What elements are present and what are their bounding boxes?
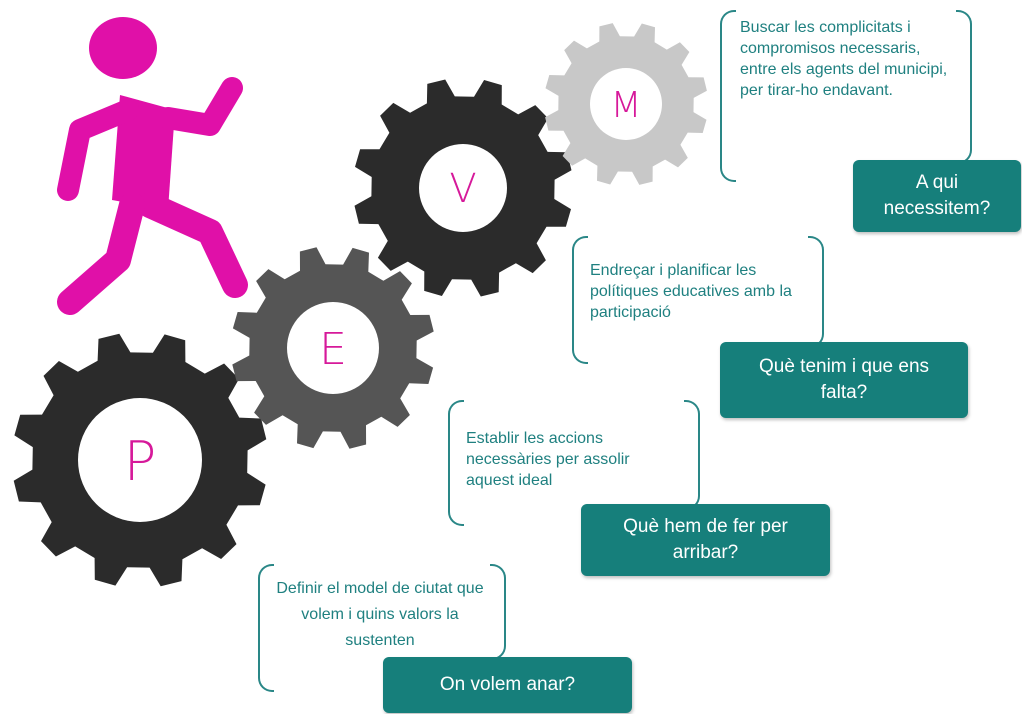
question-text: On volem anar? bbox=[439, 674, 576, 695]
question-box: Què tenim i que ens falta? bbox=[720, 342, 968, 418]
bracket-right bbox=[956, 10, 972, 164]
question-text: Què hem de fer per arribar? bbox=[623, 516, 788, 563]
gear-letter-e: E bbox=[319, 324, 347, 375]
question-box: On volem anar? bbox=[383, 657, 632, 713]
bracket-right bbox=[808, 236, 824, 348]
gear-letter-v: V bbox=[449, 166, 476, 212]
gear-hole bbox=[287, 302, 379, 394]
step-description: Establir les accions necessàries per ass… bbox=[466, 430, 630, 489]
question-text: Què tenim i que ens falta? bbox=[758, 356, 930, 403]
gear-letter-p: P bbox=[124, 430, 157, 493]
question-box: A qui necessitem? bbox=[853, 160, 1021, 232]
bracket-right bbox=[490, 564, 506, 660]
question-text: A qui necessitem? bbox=[883, 172, 991, 219]
bracket-left bbox=[572, 236, 588, 364]
gear-hole bbox=[78, 398, 202, 522]
running-person-icon bbox=[57, 17, 248, 315]
bracket-left bbox=[448, 400, 464, 526]
bracket-right bbox=[684, 400, 700, 510]
bracket-left bbox=[720, 10, 736, 182]
step-description: Buscar les complicitats i compromisos ne… bbox=[740, 19, 948, 99]
bracket-left bbox=[258, 564, 274, 692]
gear-letter-m: M bbox=[610, 85, 641, 126]
gear-hole bbox=[590, 68, 662, 140]
step-description: Definir el model de ciutat que volem i q… bbox=[276, 580, 484, 649]
step-description: Endreçar i planificar les polítiques edu… bbox=[590, 262, 792, 321]
gear-hole bbox=[419, 144, 507, 232]
question-box: Què hem de fer per arribar? bbox=[581, 504, 830, 576]
